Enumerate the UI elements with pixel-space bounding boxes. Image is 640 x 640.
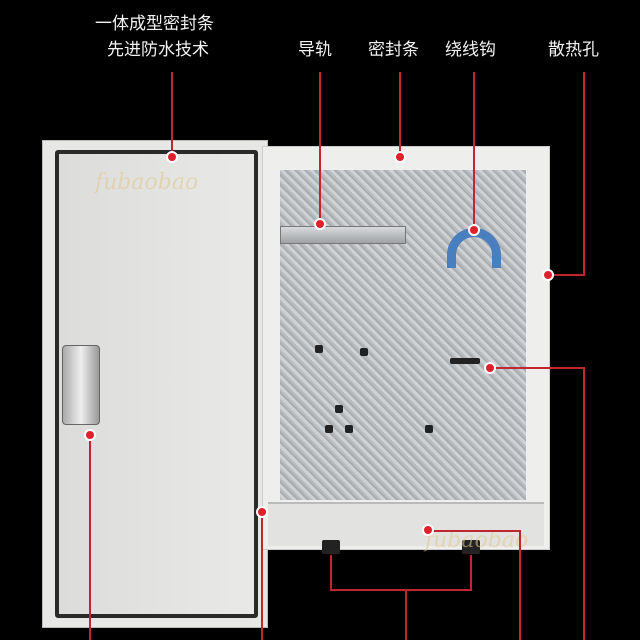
callout-dot-hook [468,224,480,236]
callout-dot-rail [314,218,326,230]
callout-dot-hinge [256,506,268,518]
door-lock [62,345,100,425]
label-seal-line2: 先进防水技术 [107,40,209,60]
label-wire-hook: 绕线钩 [445,40,496,60]
callout-dot-lock [84,429,96,441]
label-rail: 导轨 [298,40,332,60]
callout-dot-plate [484,362,496,374]
cabinet-foot [462,540,480,554]
cabinet-bottom [268,502,544,546]
callout-dot-bottom [422,524,434,536]
callout-dot-vent [542,269,554,281]
label-seal-line1: 一体成型密封条 [95,14,214,34]
label-vent: 散热孔 [548,40,599,60]
din-rail [280,226,406,244]
watermark: fubaobao [95,170,199,195]
callout-dot-seal [166,151,178,163]
cabinet-foot [322,540,340,554]
watermark: fubaobao [425,528,529,553]
label-seal-strip: 密封条 [368,40,419,60]
callout-dot-seal-strip [394,151,406,163]
